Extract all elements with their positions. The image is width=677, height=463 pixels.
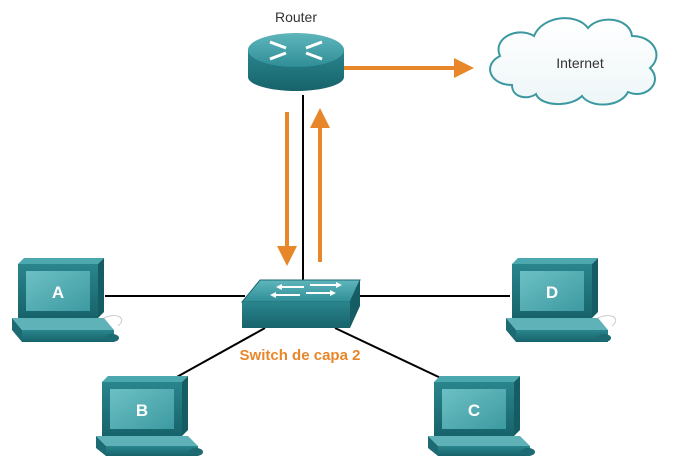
pc-label-b: B: [136, 401, 148, 420]
cable-switch-c: [334, 327, 446, 381]
pc-label-a: A: [52, 283, 64, 302]
computer-icon-b: B: [96, 376, 203, 456]
router-icon: Router: [248, 9, 344, 91]
cable-switch-b: [174, 327, 266, 379]
pc-label-c: C: [468, 401, 480, 420]
cloud-icon: Internet: [489, 17, 658, 106]
pc-label-d: D: [546, 283, 558, 302]
cables: [105, 95, 510, 381]
traffic-arrows: [277, 58, 474, 266]
computer-icon-d: D: [506, 258, 617, 342]
switch-label: Switch de capa 2: [240, 347, 361, 364]
switch-icon: Switch de capa 2: [240, 279, 361, 364]
router-label: Router: [275, 9, 317, 25]
computer-icon-c: C: [428, 376, 535, 456]
internet-label: Internet: [556, 55, 604, 71]
computer-icon-a: A: [12, 258, 123, 342]
